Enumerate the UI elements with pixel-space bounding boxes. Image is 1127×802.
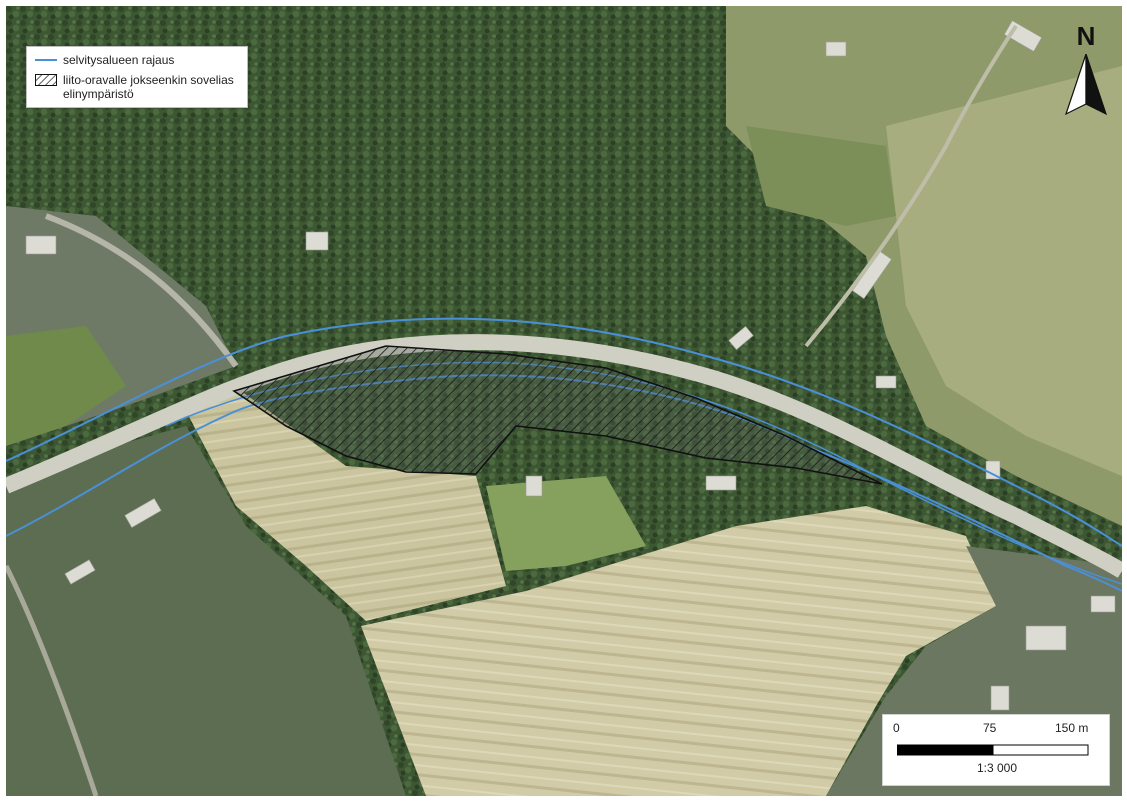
survey-boundary-north xyxy=(6,317,1122,547)
field-west xyxy=(186,391,506,621)
road-north xyxy=(804,24,1018,348)
scale-tick-0: 0 xyxy=(893,721,900,735)
green-field-west xyxy=(6,326,126,446)
scale-tick-150: 150 m xyxy=(1055,721,1089,735)
meadow-northeast-light xyxy=(886,66,1122,476)
hatch-pattern-icon xyxy=(35,74,57,86)
legend-label-habitat: liito-oravalle jokseenkin sovelias eliny… xyxy=(63,73,234,101)
north-arrow-icon xyxy=(1064,54,1108,116)
aerial-map[interactable] xyxy=(6,6,1122,796)
clearing-north xyxy=(746,126,896,226)
map-view[interactable]: selvitysalueen rajaus liito-oravalle jok… xyxy=(6,6,1122,796)
legend-item-boundary: selvitysalueen rajaus xyxy=(35,53,239,67)
flying-squirrel-habitat[interactable] xyxy=(232,345,883,485)
boundary-line-icon xyxy=(35,59,57,61)
legend-label-boundary: selvitysalueen rajaus xyxy=(63,53,175,67)
road-northwest xyxy=(44,213,239,368)
main-road xyxy=(6,334,1122,578)
scale-bar: 0 75 150 m 1:3 000 xyxy=(882,714,1110,786)
scale-tick-75: 75 xyxy=(983,721,997,735)
road-west xyxy=(6,564,99,796)
north-letter: N xyxy=(1076,21,1096,51)
legend-item-habitat: liito-oravalle jokseenkin sovelias eliny… xyxy=(35,73,239,101)
buildings xyxy=(25,20,1116,711)
field-center-green xyxy=(486,476,646,571)
map-legend: selvitysalueen rajaus liito-oravalle jok… xyxy=(26,46,248,108)
scale-bar-graphic xyxy=(897,744,1089,756)
north-arrow: N xyxy=(1064,22,1108,122)
residential-southwest xyxy=(6,426,406,796)
field-south xyxy=(361,506,996,796)
scale-ratio: 1:3 000 xyxy=(976,761,1018,775)
